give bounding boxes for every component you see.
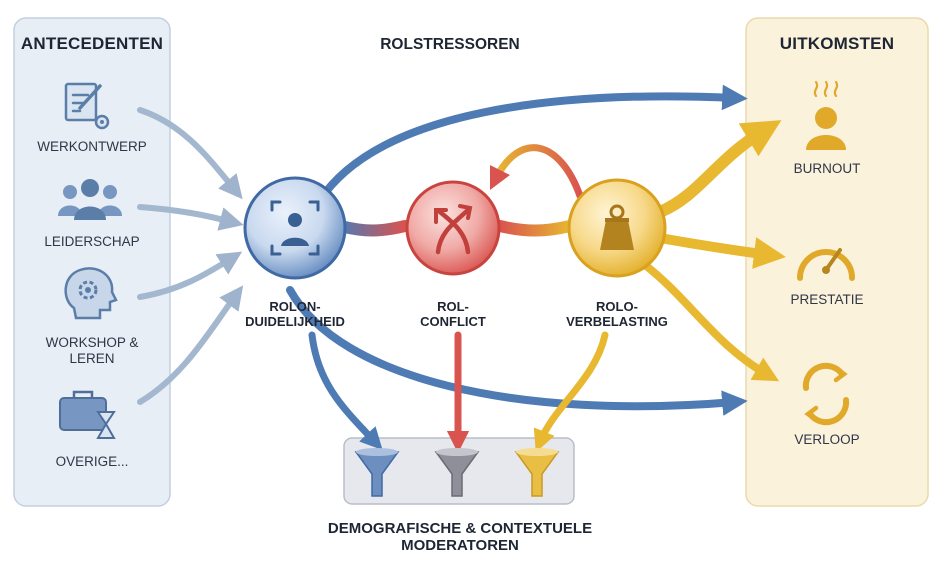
stressor-label-rolconflict: ROL- CONFLICT (420, 299, 486, 329)
arrow-overload-to-moderators (533, 331, 609, 453)
arrow-workshop (137, 251, 243, 300)
cycle-arrows-icon (802, 362, 850, 426)
gauge-icon (797, 248, 855, 281)
arrow-overload-to-burnout (654, 120, 782, 218)
antecedent-label-workshop: WORKSHOP & LEREN (45, 335, 139, 366)
antecedents-title: ANTECEDENTEN (20, 34, 164, 53)
outcomes-panel (745, 17, 929, 507)
antecedents-panel (13, 17, 171, 507)
node-rolonduidelijkheid (243, 176, 347, 280)
outcome-label-prestatie: PRESTATIE (790, 292, 864, 307)
funnel-yellow-icon (514, 448, 560, 497)
funnel-grey-icon (434, 448, 480, 497)
moderators-title: DEMOGRAFISCHE & CONTEXTUELE MODERATOREN (327, 520, 593, 555)
stressor-label-roloverbelasting: ROLO- VERBELASTING (566, 299, 668, 329)
outcome-label-verloop: VERLOOP (794, 432, 860, 447)
blue-arcs (286, 84, 748, 416)
arrow-unclarity-to-verloop (286, 286, 748, 416)
arrow-unclarity-to-moderators (308, 331, 383, 451)
arrow-leiderschap (137, 204, 244, 231)
stressed-person-icon (806, 80, 846, 150)
moderator-arrows (308, 331, 609, 454)
weight-icon (600, 204, 634, 250)
connector-conflict-overload (494, 220, 576, 237)
crossed-arrows-icon (434, 204, 473, 255)
focus-person-icon (270, 200, 320, 256)
outcomes-title: UITKOMSTEN (779, 34, 895, 53)
design-tools-icon (64, 82, 110, 130)
antecedent-label-werkontwerp: WERKONTWERP (37, 139, 147, 154)
antecedent-label-overige: OVERIGE... (55, 454, 129, 469)
yellow-arrows (641, 120, 786, 382)
briefcase-hourglass-icon (59, 390, 116, 439)
arrow-overload-to-prestatie (655, 233, 786, 269)
antecedent-arrows (137, 107, 244, 405)
node-roloverbelasting (567, 178, 667, 278)
stressor-label-rolonduidelijkheid: ROLON- DUIDELIJKHEID (245, 299, 345, 329)
node-rolconflict (405, 180, 501, 276)
arrow-overload-to-conflict (489, 144, 584, 200)
funnel-blue-icon (354, 448, 400, 497)
arrow-werkontwerp (137, 107, 243, 200)
people-group-icon (58, 179, 122, 220)
antecedent-label-leiderschap: LEIDERSCHAP (44, 234, 140, 249)
outcome-label-burnout: BURNOUT (793, 161, 861, 176)
arrow-overige (137, 285, 244, 405)
head-gear-icon (64, 267, 118, 320)
stressors-title: ROLSTRESSOREN (380, 36, 520, 53)
connector-unclarity-conflict (334, 220, 411, 237)
arrow-overload-to-verloop (641, 261, 780, 382)
arrow-unclarity-to-burnout (316, 84, 748, 204)
